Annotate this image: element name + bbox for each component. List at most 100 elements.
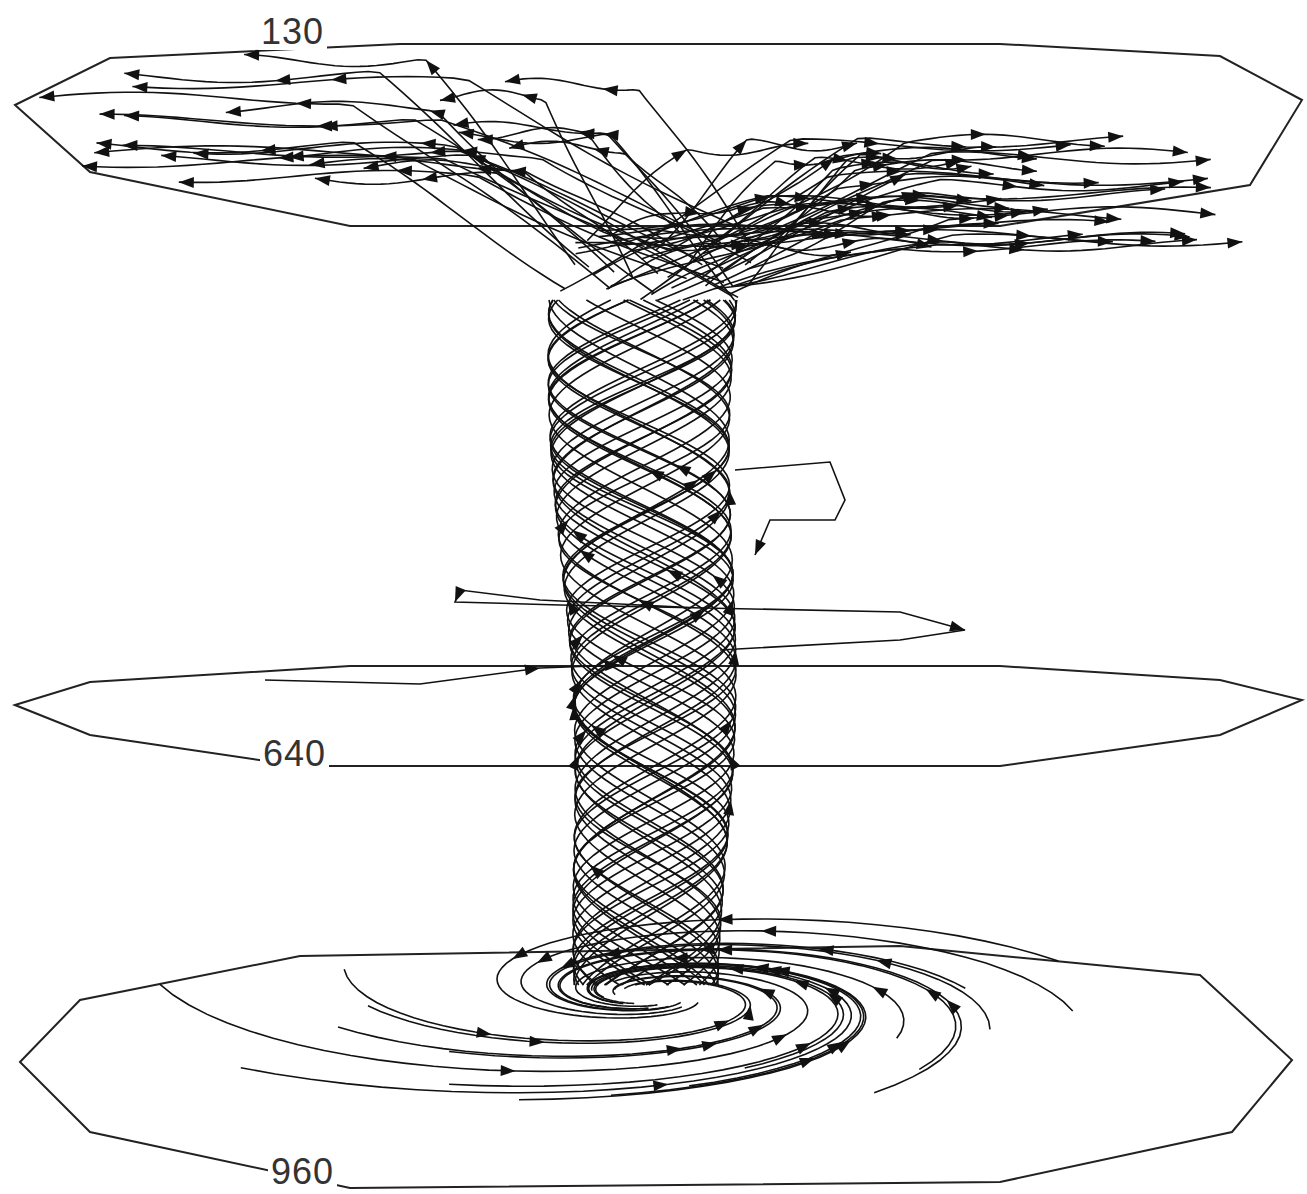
arrowhead	[124, 69, 139, 80]
arrowhead	[478, 134, 493, 145]
arrowhead	[97, 139, 112, 150]
trajectory-line	[241, 965, 851, 1092]
arrowhead	[671, 150, 687, 163]
arrowhead	[653, 1080, 668, 1091]
arrowhead	[676, 465, 692, 477]
trajectory-line	[521, 931, 1073, 1015]
arrowhead	[1196, 182, 1211, 193]
arrowhead	[315, 175, 331, 186]
arrowhead	[959, 213, 974, 224]
arrowhead	[591, 725, 606, 738]
trajectory-line	[82, 155, 687, 278]
arrowhead	[261, 144, 276, 155]
arrowhead	[707, 510, 721, 525]
arrowhead	[699, 944, 714, 955]
arrowhead	[683, 480, 699, 493]
trajectory-line	[587, 143, 808, 240]
trajectory-line	[94, 146, 732, 296]
arrowhead	[971, 129, 986, 140]
arrowhead	[717, 945, 732, 956]
arrowhead	[889, 175, 905, 187]
trajectory-line	[338, 976, 777, 1056]
arrowhead	[866, 147, 881, 158]
trajectory-line	[701, 162, 994, 279]
arrowhead	[649, 470, 665, 482]
arrowhead	[1140, 235, 1155, 246]
arrowhead	[1016, 230, 1031, 241]
arrowhead	[430, 109, 446, 120]
arrowhead	[667, 570, 683, 582]
arrowhead	[296, 98, 311, 109]
arrowhead	[994, 202, 1009, 213]
arrowhead	[1017, 149, 1032, 160]
arrowhead	[364, 160, 380, 171]
arrowhead	[1032, 206, 1048, 217]
arrowhead	[775, 967, 791, 978]
arrowhead	[887, 166, 902, 177]
arrowhead	[728, 650, 739, 666]
arrowhead	[794, 980, 810, 990]
arrowhead	[916, 238, 932, 249]
arrowhead	[737, 205, 753, 216]
arrowhead	[842, 238, 858, 249]
arrowhead	[537, 951, 553, 963]
arrowhead	[100, 109, 115, 120]
arrowhead	[712, 575, 727, 589]
arrowhead	[723, 600, 733, 616]
arrowhead	[1150, 184, 1165, 195]
arrowhead	[572, 530, 587, 543]
arrowhead	[841, 142, 857, 153]
arrowhead	[794, 160, 809, 171]
arrowhead	[569, 635, 583, 650]
arrowhead	[226, 106, 241, 117]
arrowhead	[568, 755, 579, 771]
arrowhead	[529, 1036, 544, 1047]
trajectory-line	[553, 300, 735, 985]
arrowhead	[193, 148, 208, 159]
arrowhead	[1098, 236, 1113, 247]
arrowhead	[459, 129, 475, 140]
arrowhead	[512, 947, 528, 959]
arrowhead	[603, 85, 619, 96]
arrowhead	[728, 964, 743, 975]
arrowhead	[397, 165, 412, 176]
trajectory-line	[344, 969, 745, 1041]
pressure-level-label: 640	[260, 736, 329, 772]
arrowhead	[819, 945, 835, 956]
arrowhead	[275, 74, 290, 85]
trajectory-line	[39, 92, 610, 288]
arrowhead	[1010, 208, 1026, 219]
arrowhead	[793, 138, 808, 149]
trajectory-line	[641, 136, 1124, 299]
arrowhead	[605, 947, 621, 958]
arrowhead	[1055, 141, 1070, 152]
arrowhead	[876, 958, 892, 969]
trajectory-line	[124, 116, 654, 293]
arrowhead	[440, 92, 456, 103]
arrowhead	[876, 211, 891, 222]
arrowhead	[865, 200, 881, 211]
arrowhead	[132, 82, 147, 93]
arrowhead	[477, 164, 492, 175]
arrowhead	[509, 139, 525, 150]
arrowhead	[984, 218, 999, 229]
arrowhead	[702, 470, 717, 484]
arrowhead	[323, 120, 338, 131]
arrowhead	[754, 194, 770, 205]
trajectory-line	[455, 590, 965, 650]
arrowhead	[39, 91, 54, 102]
trajectory-line	[179, 171, 724, 283]
trajectory-line	[560, 139, 1070, 291]
arrowhead	[690, 610, 706, 623]
trajectory-line	[509, 141, 720, 238]
arrowhead	[594, 147, 610, 158]
arrowhead	[981, 141, 996, 152]
arrowhead	[1174, 230, 1189, 241]
arrowhead	[848, 209, 864, 220]
arrowhead	[426, 60, 440, 75]
arrowhead	[761, 926, 776, 937]
arrowhead	[1195, 155, 1210, 166]
arrowhead	[732, 140, 746, 155]
trajectory-line	[161, 155, 723, 268]
trajectory-line	[265, 665, 620, 684]
